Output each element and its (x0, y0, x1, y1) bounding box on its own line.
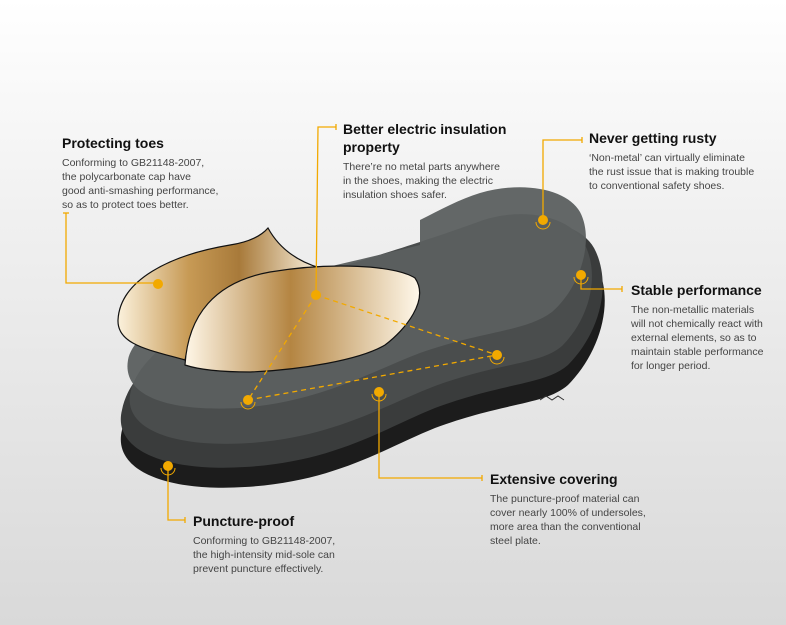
hotspot-icon (535, 215, 551, 230)
insulation-dashed-lines (247, 294, 498, 401)
hotspot-dots (153, 215, 589, 476)
hotspot-icon (311, 290, 321, 300)
feature-extensive-covering: Extensive covering The puncture-proof ma… (490, 470, 690, 548)
feature-stable-performance: Stable performance The non-metallic mate… (631, 281, 786, 373)
feature-desc: Conforming to GB21148-2007,the high-inte… (193, 535, 336, 575)
leader-lines (63, 124, 623, 523)
insole-board (184, 265, 421, 373)
hotspot-icon (240, 395, 256, 410)
feature-title: Stable performance (631, 282, 762, 298)
hotspot-icon (489, 350, 505, 365)
feature-title: Puncture-proof (193, 513, 295, 529)
feature-electric-insulation: Better electric insulation property Ther… (343, 120, 523, 202)
feature-desc: Conforming to GB21148-2007,the polycarbo… (62, 157, 219, 211)
hotspot-icon (371, 387, 387, 402)
hotspot-icon (160, 461, 176, 476)
feature-puncture-proof: Puncture-proof Conforming to GB21148-200… (193, 512, 393, 576)
feature-protecting-toes: Protecting toes Conforming to GB21148-20… (62, 134, 282, 212)
feature-title: Never getting rusty (589, 130, 717, 146)
feature-title: Extensive covering (490, 471, 618, 487)
feature-never-rusty: Never getting rusty ‘Non-metal’ can virt… (589, 129, 784, 193)
hotspot-icon (573, 270, 589, 285)
hotspot-icon (153, 279, 163, 289)
feature-title: Protecting toes (62, 135, 164, 151)
feature-title: Better electric insulation property (343, 121, 507, 155)
